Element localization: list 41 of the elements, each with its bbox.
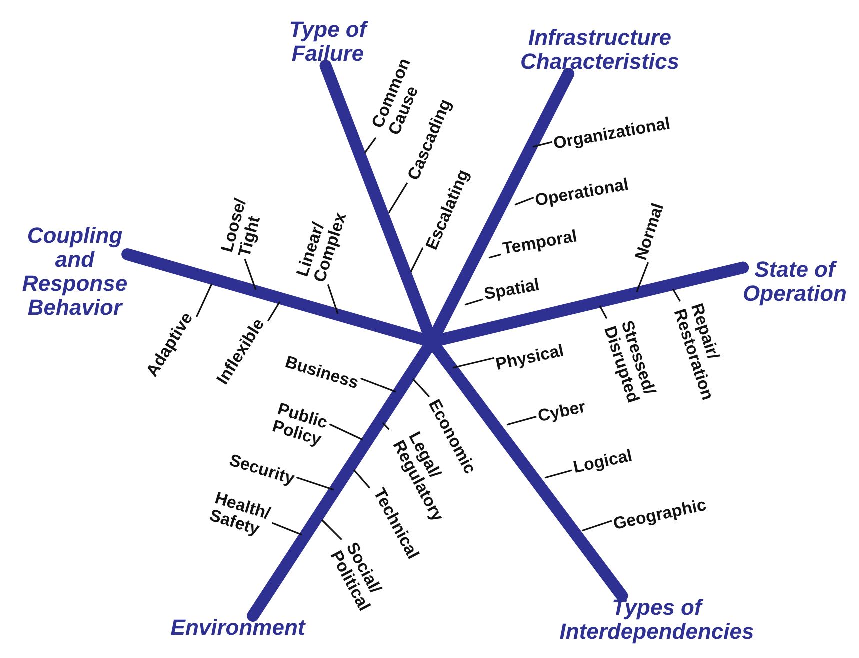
dimension-heading: State of Operation [743, 258, 847, 306]
leader-line [672, 288, 681, 302]
dimension-heading: Coupling and Response Behavior [22, 224, 128, 320]
leader-line [244, 258, 257, 290]
term-label: Public Policy [270, 400, 330, 450]
leader-line [488, 254, 502, 259]
term-label: Temporal [501, 228, 579, 258]
leader-line [506, 416, 537, 426]
leader-line [636, 262, 650, 292]
term-label: Normal [632, 201, 668, 263]
leader-line [353, 469, 370, 489]
term-label: Health/ Safety [208, 490, 272, 540]
dimension-heading: Types of Interdependencies [560, 596, 754, 644]
leader-line [321, 519, 342, 540]
leader-line [452, 357, 495, 369]
leader-line [296, 476, 334, 491]
dimension-heading: Type of Failure [288, 18, 370, 66]
leader-line [272, 522, 302, 536]
term-label: Spatial [482, 276, 542, 304]
leader-line [544, 470, 572, 479]
leader-line [410, 247, 424, 272]
leader-line [364, 137, 377, 154]
term-label: Physical [494, 342, 566, 374]
leader-line [268, 302, 281, 322]
leader-line [532, 141, 552, 148]
term-label: Cyber [536, 398, 588, 426]
leader-line [196, 284, 213, 318]
leader-line [514, 196, 534, 206]
leader-line [327, 284, 339, 314]
leader-line [412, 378, 430, 398]
dimension-heading: Infrastructure Characteristics [520, 26, 680, 74]
term-label: Loose/ Tight [218, 196, 265, 260]
leader-line [582, 520, 612, 532]
dimension-heading: Environment [170, 616, 306, 640]
leader-line [382, 422, 390, 430]
leader-line [464, 298, 484, 306]
leader-line [599, 306, 608, 320]
leader-line [329, 424, 364, 441]
leader-line [360, 378, 396, 393]
leader-line [388, 182, 408, 214]
term-label: Logical [572, 447, 634, 477]
